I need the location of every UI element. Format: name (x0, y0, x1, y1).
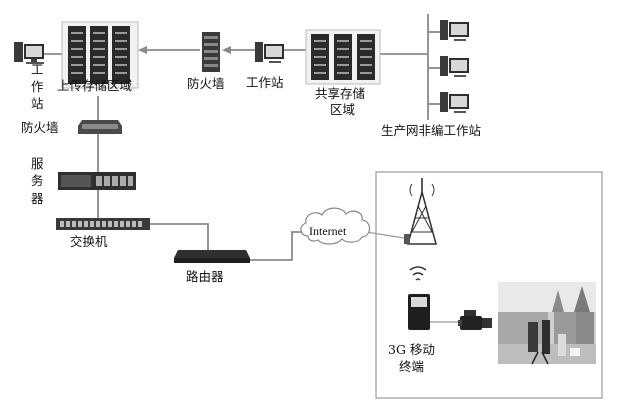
connection-lines (44, 14, 460, 323)
workstation-icon (440, 56, 469, 77)
arrow-head (222, 46, 231, 54)
mobile-terminal-icon (408, 266, 430, 330)
upload-storage-label: 上传存储区域 (57, 78, 132, 93)
production-ws-label: 生产网非编工作站 (381, 123, 481, 138)
camera-icon (458, 310, 492, 330)
switch-label: 交换机 (70, 234, 108, 249)
antenna-tower-icon (404, 178, 437, 245)
internet-label: Internet (309, 224, 347, 238)
server-label-1: 服 (31, 156, 44, 171)
mobile-label-2: 终端 (399, 359, 424, 374)
shared-storage-icon (305, 29, 381, 85)
ws-left-label-2: 作 (31, 79, 44, 94)
mobile-label-1: 3G 移动 (388, 342, 435, 357)
firewall-icon (202, 32, 220, 72)
link-internet-tower (365, 231, 405, 239)
arrow-head (138, 46, 147, 54)
workstation-icon (440, 20, 469, 41)
server-icon (58, 172, 136, 190)
firewall-top-label: 防火墙 (187, 76, 225, 91)
mobile-area-frame (375, 171, 603, 399)
upload-storage-icon (61, 21, 139, 89)
photo-icon (498, 282, 596, 365)
cloud-icon (300, 207, 371, 245)
router-label: 路由器 (186, 269, 224, 284)
server-rack-icon (68, 26, 130, 84)
router-icon (174, 250, 250, 263)
firewall-icon (78, 120, 122, 134)
ws-left-label-1: 工 (31, 62, 44, 77)
workstation-icon (14, 42, 44, 64)
workstation-icon (440, 92, 469, 113)
shared-storage-label-1: 共享存储 (315, 86, 365, 101)
link-switch-router (150, 223, 209, 250)
workstation-icon (255, 42, 284, 63)
switch-icon (56, 218, 150, 230)
ws-left-label-3: 站 (31, 96, 44, 111)
server-label-3: 器 (31, 191, 44, 206)
link-router-internet (248, 231, 304, 261)
firewall-left-label: 防火墙 (21, 120, 59, 135)
server-label-2: 务 (31, 173, 44, 188)
shared-storage-label-2: 区域 (330, 102, 355, 117)
workstation-top-label: 工作站 (246, 75, 284, 90)
